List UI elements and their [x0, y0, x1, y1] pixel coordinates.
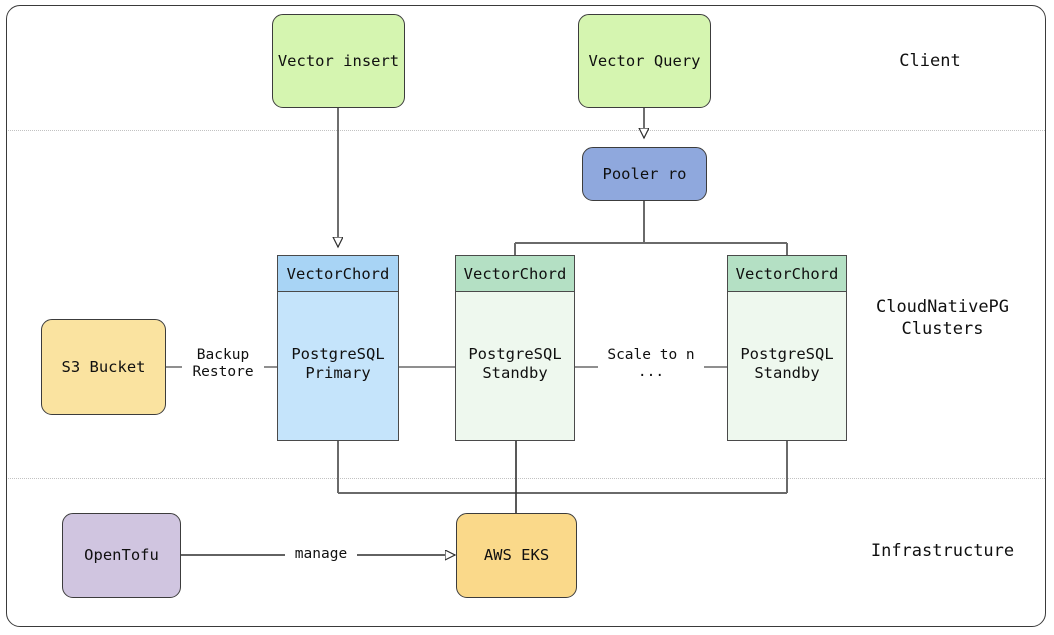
node-vector-query[interactable]: Vector Query: [578, 14, 711, 108]
diagram-frame: [6, 5, 1046, 627]
lane-divider-clusters-infrastructure: [8, 478, 1045, 479]
lane-label-infrastructure: Infrastructure: [870, 541, 1015, 561]
cluster-primary-header-vectorchord: VectorChord: [278, 256, 398, 292]
cluster-standby-n-body: PostgreSQL Standby: [740, 345, 834, 382]
cluster-primary-body: PostgreSQL Primary: [291, 345, 385, 382]
cluster-postgresql-primary[interactable]: VectorChord PostgreSQL Primary: [277, 255, 399, 441]
node-pooler-ro[interactable]: Pooler ro: [582, 147, 707, 201]
node-aws-eks[interactable]: AWS EKS: [456, 513, 577, 598]
cluster-postgresql-standby-1[interactable]: VectorChord PostgreSQL Standby: [455, 255, 575, 441]
node-vector-insert[interactable]: Vector insert: [272, 14, 405, 108]
lane-label-client: Client: [899, 51, 961, 71]
cluster-standby-1-body: PostgreSQL Standby: [468, 345, 562, 382]
cluster-standby-1-header-vectorchord: VectorChord: [456, 256, 574, 292]
cluster-postgresql-standby-n[interactable]: VectorChord PostgreSQL Standby: [727, 255, 847, 441]
edge-label-backup-restore: Backup Restore: [182, 347, 264, 381]
lane-label-cloudnativepg-clusters: CloudNativePG Clusters: [875, 297, 1010, 339]
node-opentofu[interactable]: OpenTofu: [62, 513, 181, 598]
node-s3-bucket[interactable]: S3 Bucket: [41, 319, 166, 415]
lane-divider-client-clusters: [8, 130, 1045, 131]
edge-label-manage: manage: [285, 546, 357, 563]
cluster-standby-n-header-vectorchord: VectorChord: [728, 256, 846, 292]
edge-label-scale-to-n: Scale to n ...: [598, 347, 704, 381]
